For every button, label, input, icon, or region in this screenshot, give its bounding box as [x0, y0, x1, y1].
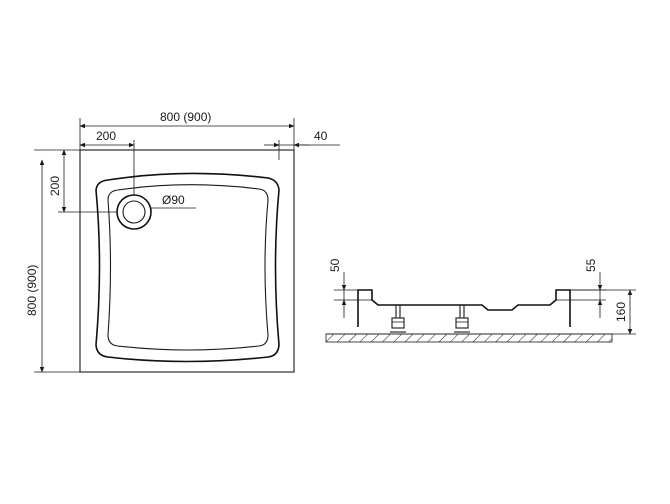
left-depth-label: 50	[328, 258, 342, 272]
side-view: 50 55 160	[325, 258, 636, 343]
rim-label: 40	[314, 129, 328, 143]
adjustable-leg-right	[454, 305, 470, 333]
top-view: 800 (900) 200 40 200 Ø90 800 (900)	[25, 110, 340, 373]
adjustable-leg-left	[390, 305, 406, 333]
tray-outline	[79, 149, 295, 373]
drain-diameter-label: Ø90	[162, 193, 185, 207]
drain-offset-y-label: 200	[48, 176, 62, 196]
drain-offset-x-label: 200	[96, 129, 116, 143]
basin-inner-contour	[107, 184, 269, 351]
right-depth-label: 55	[584, 258, 598, 272]
total-height-label: 160	[614, 302, 628, 322]
drain-icon	[116, 194, 152, 230]
width-label: 800 (900)	[160, 110, 211, 124]
basin-outer-contour	[95, 172, 280, 363]
height-label: 800 (900)	[25, 265, 39, 316]
drain-inner-ring	[122, 200, 146, 224]
floor-hatch	[325, 333, 613, 343]
